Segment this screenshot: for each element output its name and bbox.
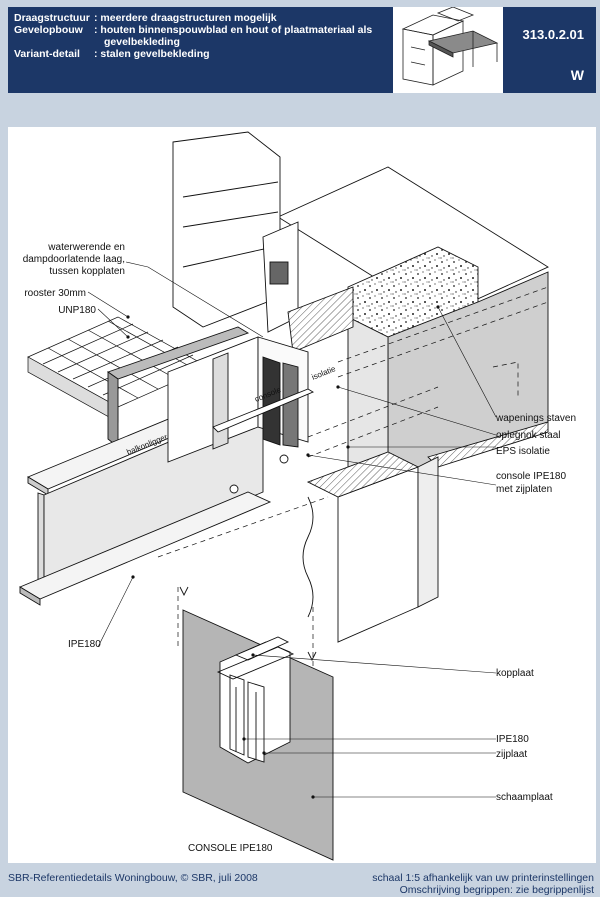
label-met-zijplaten: met zijplaten [496, 484, 552, 495]
label-eps-isolatie: EPS isolatie [496, 446, 550, 457]
header-key: Draagstructuur [14, 12, 90, 24]
label-waterwerende-3: tussen kopplaten [49, 266, 125, 277]
detail-code: 313.0.2.01 [522, 27, 584, 42]
title-block: Draagstructuur : meerdere draagstructure… [8, 6, 596, 93]
label-oplegnok-staal: oplegnok staal [496, 430, 561, 441]
detail-letter: W [570, 67, 584, 83]
footer-glossary: Omschrijving begrippen: zie begrippenlij… [399, 884, 594, 896]
label-console-ipe180: console IPE180 [496, 471, 566, 482]
header-value: gevelbekleding [104, 36, 180, 48]
label-schaamplaat: schaamplaat [496, 792, 553, 803]
lower-wall-face [337, 466, 419, 643]
label-waterwerende-1: waterwerende en [47, 242, 125, 253]
header-key: Gevelopbouw [14, 24, 83, 36]
label-zijplaat: zijplaat [496, 749, 527, 760]
label-unp180: UNP180 [58, 305, 96, 316]
break-line [302, 496, 314, 618]
detail-drawing: waterwerende en dampdoorlatende laag, tu… [8, 127, 596, 863]
console-detail [182, 609, 334, 861]
lower-wall-side [417, 456, 439, 608]
facade-panel-upper [172, 131, 281, 328]
header-key: Variant-detail [14, 48, 80, 60]
label-kopplaat: kopplaat [496, 668, 534, 679]
label-ipe180-right: IPE180 [496, 734, 529, 745]
timber-layer [287, 286, 354, 353]
label-isolatie: isolatie [310, 364, 337, 382]
console-block [167, 336, 314, 494]
header-value: : houten binnenspouwblad en hout of plaa… [94, 24, 373, 36]
isometric-detail: waterwerende en dampdoorlatende laag, tu… [19, 131, 576, 861]
thumbnail-drawing [401, 6, 499, 86]
label-rooster: rooster 30mm [24, 288, 86, 299]
header-value: : stalen gevelbekleding [94, 48, 210, 60]
footer-info: schaal 1:5 afhankelijk van uw printerins… [372, 872, 594, 896]
label-waterwerende-2: dampdoorlatende laag, [23, 254, 125, 265]
unp-web [107, 371, 119, 448]
footer-scale: schaal 1:5 afhankelijk van uw printerins… [372, 872, 594, 884]
label-wapenings-staven: wapenings staven [495, 413, 576, 424]
label-console-title: CONSOLE IPE180 [188, 843, 273, 854]
location-thumbnail [393, 6, 503, 93]
label-ipe180-left: IPE180 [68, 639, 101, 650]
footer-copyright: SBR-Referentiedetails Woningbouw, © SBR,… [8, 872, 258, 884]
header-value: : meerdere draagstructuren mogelijk [94, 12, 277, 24]
